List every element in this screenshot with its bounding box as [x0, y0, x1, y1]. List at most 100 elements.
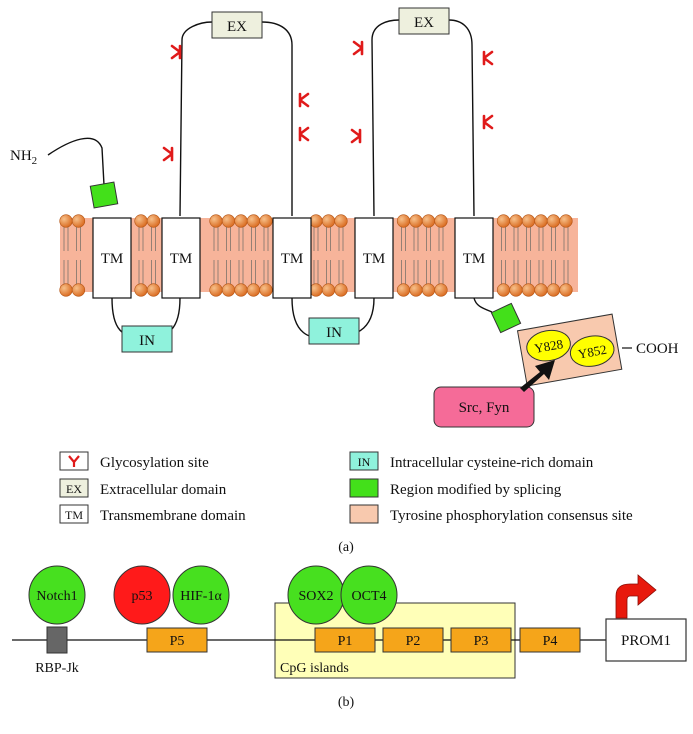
lipid-tail — [563, 227, 569, 251]
tm-box-4 — [354, 217, 394, 299]
lipid-tail — [138, 260, 144, 284]
glycosylation-site-icon — [482, 114, 494, 130]
factor-hif1a — [172, 565, 230, 625]
lipid-tail — [238, 227, 244, 251]
lipid-head — [409, 214, 423, 228]
lipid-head — [559, 214, 573, 228]
lipid-head — [221, 283, 236, 297]
lipid-tail — [226, 260, 231, 284]
lipid-head — [496, 214, 511, 228]
lipid-tail — [438, 227, 444, 251]
lipid-tail — [426, 227, 431, 251]
lipid-head — [71, 214, 86, 228]
tm-label-1: TM — [101, 251, 124, 267]
lipid-head — [234, 214, 248, 228]
lipid-head — [421, 214, 436, 228]
lipid-tail — [326, 227, 331, 251]
ex-box-2 — [398, 7, 450, 35]
lipid-head — [534, 283, 548, 297]
lipid-tail — [513, 260, 519, 284]
lipid-tail — [238, 260, 244, 284]
glycosylation-site-icon — [350, 128, 362, 144]
glycosylation-site-icon — [298, 92, 310, 108]
glycosylation-legend-icon — [68, 455, 80, 467]
promoter-p5 — [146, 627, 208, 653]
lipid-tail — [563, 260, 569, 284]
lipid-bilayer — [59, 214, 578, 297]
lipid-head — [559, 283, 573, 297]
factor-oct4-label: OCT4 — [352, 589, 387, 604]
lipid-tail — [413, 260, 419, 284]
lipid-tail — [526, 260, 531, 284]
promoter-p2-label: P2 — [406, 634, 421, 649]
lipid-head — [421, 283, 436, 297]
lipid-head — [221, 214, 236, 228]
glycosylation-site-icon — [482, 50, 494, 66]
rbp-jk-box — [46, 626, 68, 654]
transcription-start-arrow-icon — [615, 574, 657, 619]
lipid-tail — [63, 227, 69, 251]
promoter-p5-label: P5 — [170, 634, 185, 649]
legend-in-text: Intracellular cysteine-rich domain — [390, 455, 594, 471]
lipid-tail — [401, 227, 406, 251]
panel-b: CpG islands RBP-Jk P5 P1 P2 P3 P4 PROM1 … — [12, 565, 687, 710]
legend-in-swatch — [349, 451, 379, 471]
promoter-p1 — [314, 627, 376, 653]
lipid-head — [521, 283, 536, 297]
lipid-tail — [551, 260, 556, 284]
lipid-tail — [138, 227, 144, 251]
lipid-tail — [326, 260, 331, 284]
kinase-arrow-icon — [520, 360, 555, 392]
tm-label-2: TM — [170, 251, 193, 267]
lipid-tail — [338, 260, 344, 284]
lipid-tail — [526, 227, 531, 251]
lipid-tail — [226, 227, 231, 251]
factor-notch1-label: Notch1 — [36, 589, 77, 604]
tm-box-3 — [272, 217, 312, 299]
lipid-tail — [213, 260, 219, 284]
lipid-tail — [538, 260, 544, 284]
lipid-tail — [263, 260, 269, 284]
lipid-head — [496, 283, 511, 297]
legend-tm-swatch-label: TM — [65, 508, 83, 522]
tm-box-1 — [92, 217, 132, 299]
lipid-head — [434, 214, 448, 228]
panel-b-caption: (b) — [338, 695, 355, 710]
panel-a: TM TM TM TM TM EX EX IN IN — [10, 7, 679, 555]
lipid-head — [334, 283, 348, 297]
tyrosine-label-2: Y852 — [577, 342, 608, 362]
lipid-head — [59, 283, 73, 297]
kinase-box — [433, 386, 535, 428]
lipid-head — [334, 214, 348, 228]
lipid-head — [509, 214, 523, 228]
factor-sox2-label: SOX2 — [298, 589, 333, 604]
glycosylation-site-icon — [170, 44, 182, 60]
tm-label-3: TM — [281, 251, 304, 267]
panel-a-caption: (a) — [338, 540, 354, 555]
prom1-gene-label: PROM1 — [621, 633, 671, 649]
lipid-head — [134, 283, 148, 297]
tm-domains: TM TM TM TM TM — [92, 217, 494, 299]
lipid-tail — [76, 227, 81, 251]
lipid-head — [434, 283, 448, 297]
legend-splice-text: Region modified by splicing — [390, 482, 562, 498]
lipid-heads — [59, 214, 573, 297]
legend-tm-swatch — [59, 504, 89, 524]
tyrosine-label-1: Y828 — [533, 336, 564, 356]
lipid-tail — [438, 260, 444, 284]
legend-ex-swatch — [59, 478, 89, 498]
tm-box-2 — [161, 217, 201, 299]
lipid-head — [134, 214, 148, 228]
lipid-head — [234, 283, 248, 297]
lipid-head — [146, 283, 161, 297]
lipid-head — [71, 283, 86, 297]
lipid-tail — [501, 227, 506, 251]
lipid-tail — [151, 227, 156, 251]
lipid-head — [321, 283, 336, 297]
rbp-jk-label: RBP-Jk — [35, 661, 79, 676]
membrane-band — [60, 218, 578, 292]
glycosylation-site-icon — [298, 126, 310, 142]
lipid-tail — [63, 260, 69, 284]
in-label-2: IN — [326, 325, 342, 341]
lipid-tail — [213, 227, 219, 251]
